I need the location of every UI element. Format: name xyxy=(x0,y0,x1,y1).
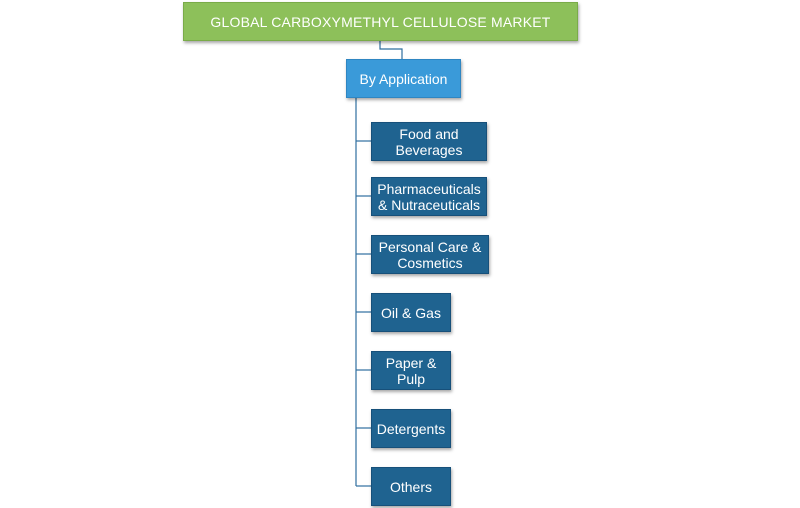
leaf-node-personal-care-cosmetics: Personal Care & Cosmetics xyxy=(371,235,489,274)
leaf-node-paper-and-pulp: Paper & Pulp xyxy=(371,351,451,390)
leaf-node-others: Others xyxy=(371,467,451,506)
leaf-node-detergents: Detergents xyxy=(371,409,451,448)
leaf-node-pharmaceuticals-nutraceuticals: Pharmaceuticals & Nutraceuticals xyxy=(371,177,487,216)
title-to-category-connector xyxy=(379,41,403,59)
diagram-title: GLOBAL CARBOXYMETHYL CELLULOSE MARKET xyxy=(183,2,578,41)
leaf-node-oil-and-gas: Oil & Gas xyxy=(371,293,451,332)
leaf-node-food-and-beverages: Food and Beverages xyxy=(371,122,487,161)
category-node-by-application: By Application xyxy=(346,59,461,98)
